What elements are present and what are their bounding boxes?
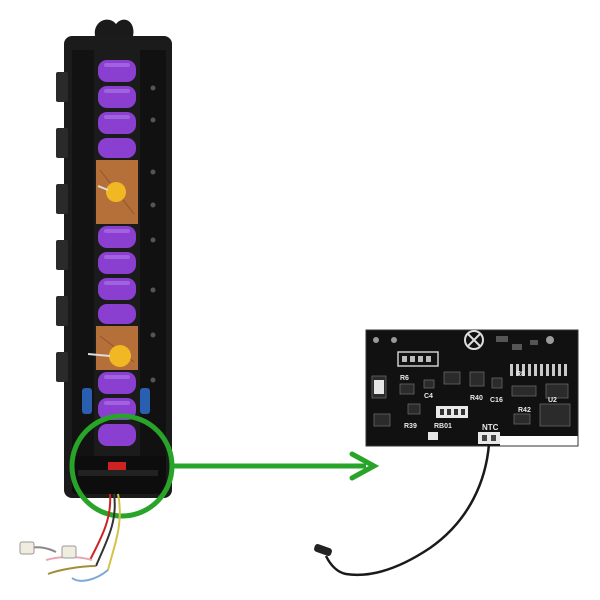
cell-highlights [104,63,130,405]
balance-connector [61,545,77,559]
battery-cell [98,424,136,446]
silkscreen-label: RB01 [434,423,452,430]
smd-components [371,371,571,427]
ntc-probe [314,544,332,556]
arrow-icon [172,451,380,481]
ntc-label: NTC [482,423,499,432]
left-terminal-tabs [56,72,68,382]
silkscreen-label: C4 [424,393,433,400]
battery-cell [98,304,136,324]
yellow-capacitor [109,345,131,367]
battery-cell [98,138,136,158]
battery-pack [56,19,172,498]
ntc-connector [478,432,500,444]
pin-header-row [510,364,567,376]
silkscreen-label: R40 [470,395,483,402]
silkscreen-label: R42 [518,407,531,414]
silkscreen-label: C16 [490,397,503,404]
pack-lead-wires [29,493,121,582]
brand-logo-icon [464,330,484,350]
silkscreen-label: R39 [404,423,417,430]
bms-board: R6 C4 R39 R40 RB01 C16 U2 R8 R42 NTC [365,329,579,447]
left-rail [72,50,94,470]
balance-connector [19,541,35,555]
ntc-cable [324,443,491,577]
yellow-capacitor [106,182,126,202]
silkscreen-label: U2 [548,397,557,404]
blue-capacitor [140,388,150,414]
silkscreen-label: R8 [516,371,525,378]
blue-capacitor [82,388,92,414]
right-rail-dots [150,85,156,383]
silkscreen-label: R6 [400,375,409,382]
red-wire-block [108,462,126,470]
cable-tie-knot [94,19,134,40]
header-connector [397,351,439,367]
mounting-pads [373,336,554,344]
